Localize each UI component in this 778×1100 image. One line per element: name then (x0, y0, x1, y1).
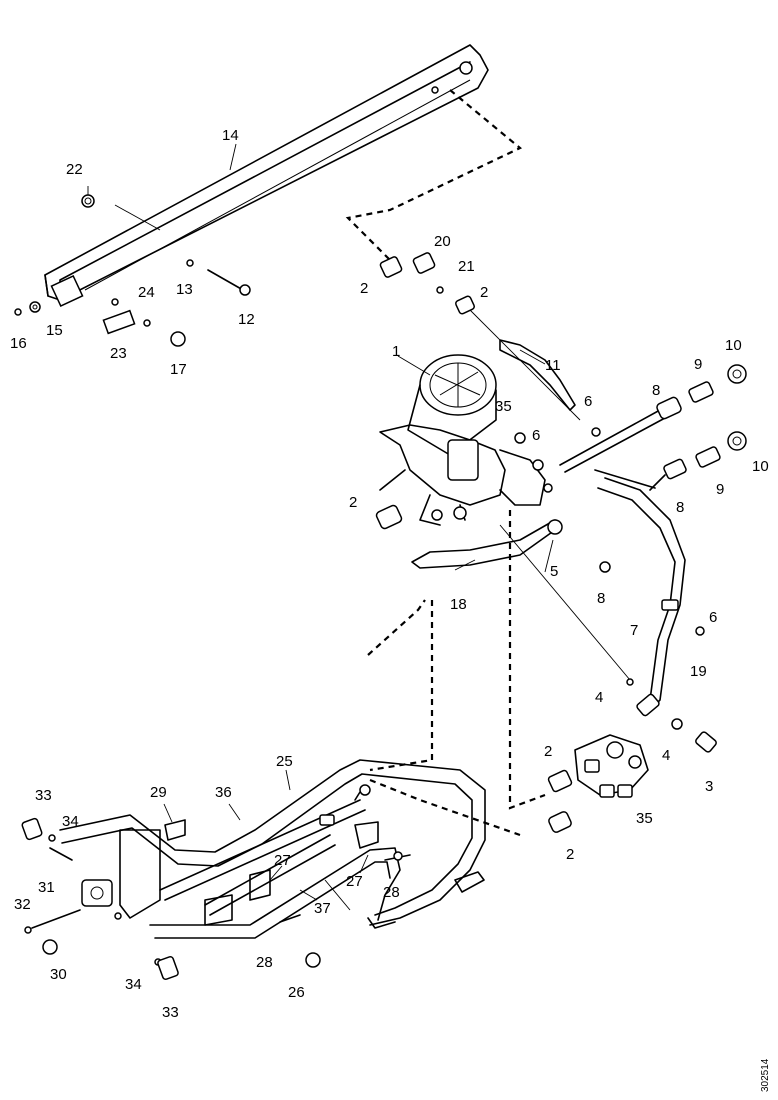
callout-5: 5 (550, 563, 558, 580)
callout-37: 37 (314, 900, 331, 917)
bracket-part (469, 309, 581, 421)
bottom-frame-part (59, 759, 486, 939)
callout-6-c: 6 (709, 609, 717, 626)
callout-9-b: 9 (716, 481, 724, 498)
callout-32: 32 (14, 896, 31, 913)
callout-36: 36 (215, 784, 232, 801)
callout-26: 26 (288, 984, 305, 1001)
callout-6-b: 6 (532, 427, 540, 444)
callout-15: 15 (46, 322, 63, 339)
callout-2-c: 2 (349, 494, 357, 511)
callout-2-d: 2 (544, 743, 552, 760)
callout-25: 25 (276, 753, 293, 770)
callout-28-a: 28 (383, 884, 400, 901)
top-beam-part (44, 44, 489, 308)
callout-35-a: 35 (495, 398, 512, 415)
callout-10-a: 10 (725, 337, 742, 354)
right-rod-assembly (559, 364, 747, 491)
main-unit-part (379, 354, 553, 526)
lower-fittings (671, 718, 717, 753)
callout-7: 7 (630, 622, 638, 639)
callout-8-b: 8 (676, 499, 684, 516)
callout-22: 22 (66, 161, 83, 178)
callout-34-b: 34 (125, 976, 142, 993)
beam-hardware (14, 194, 251, 347)
tube-19-part (499, 477, 705, 717)
drawing-code: 302514 (760, 1058, 771, 1092)
callout-16: 16 (10, 335, 27, 352)
callout-28-b: 28 (256, 954, 273, 971)
bushings-top (375, 252, 475, 530)
callout-labels: 14 22 13 12 24 16 15 23 17 20 21 2 2 1 1… (10, 127, 769, 1021)
callout-11: 11 (545, 357, 561, 374)
callout-10-b: 10 (752, 458, 769, 475)
tube-18-part (411, 519, 563, 569)
callout-14: 14 (222, 127, 239, 144)
bottom-left-hardware (21, 817, 411, 981)
callout-33-b: 33 (162, 1004, 179, 1021)
callout-2-b: 2 (480, 284, 488, 301)
callout-35-b: 35 (636, 810, 653, 827)
callout-13: 13 (176, 281, 193, 298)
callout-9-a: 9 (694, 356, 702, 373)
callout-23: 23 (110, 345, 127, 362)
dashed-reference-lines (345, 89, 546, 837)
callout-4-a: 4 (595, 689, 603, 706)
callout-8-c: 8 (597, 590, 605, 607)
callout-2-a: 2 (360, 280, 368, 297)
callout-31: 31 (38, 879, 55, 896)
callout-27-b: 27 (346, 873, 363, 890)
callout-2-e: 2 (566, 846, 574, 863)
callout-21: 21 (458, 258, 475, 275)
callout-34-a: 34 (62, 813, 79, 830)
callout-4-b: 4 (662, 747, 670, 764)
callout-27-a: 27 (274, 852, 291, 869)
valve-block-part (547, 734, 649, 833)
callout-24: 24 (138, 284, 155, 301)
callout-3: 3 (705, 778, 713, 795)
callout-33-a: 33 (35, 787, 52, 804)
callout-18: 18 (450, 596, 467, 613)
callout-17: 17 (170, 361, 187, 378)
callout-29: 29 (150, 784, 167, 801)
callout-6-a: 6 (584, 393, 592, 410)
callout-12: 12 (238, 311, 255, 328)
callout-8-a: 8 (652, 382, 660, 399)
callout-30: 30 (50, 966, 67, 983)
callout-19: 19 (690, 663, 707, 680)
callout-1: 1 (392, 343, 400, 360)
leader-lines (87, 143, 554, 911)
callout-20: 20 (434, 233, 451, 250)
